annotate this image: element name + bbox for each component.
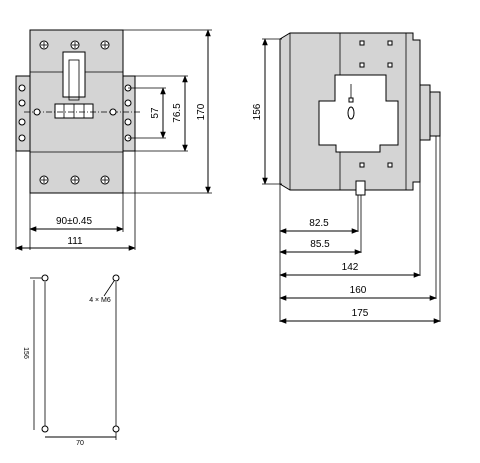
- dim-90-label: 90±0.45: [56, 216, 93, 227]
- dim-160-label: 160: [350, 285, 367, 296]
- dim-82-5-label: 82.5: [309, 218, 329, 229]
- front-side-terminal-screws: [18, 84, 132, 142]
- dim-156-side-label: 156: [252, 103, 263, 120]
- side-handle: [318, 74, 399, 153]
- dim-85-5-label: 85.5: [310, 239, 330, 250]
- mounting-hole-bottom-right: [112, 425, 120, 433]
- mounting-hole-bottom-left: [41, 425, 49, 433]
- front-top-screws: [39, 40, 110, 50]
- hole-spec-label: 4 × M6: [89, 297, 111, 304]
- mounting-pattern: 4 × M6 156 70: [22, 274, 120, 447]
- mounting-hole-top-left: [41, 274, 49, 282]
- mounting-hole-top-right: [112, 274, 120, 282]
- side-markers: [359, 40, 393, 168]
- front-center-slot: [62, 51, 86, 98]
- dim-70-label: 70: [76, 440, 84, 447]
- side-rear-protrusion: [419, 84, 431, 141]
- front-left-terminal: [15, 75, 31, 152]
- dim-111-label: 111: [67, 236, 83, 247]
- dim-175-label: 175: [352, 308, 369, 319]
- front-bottom-screws: [39, 175, 110, 185]
- side-bottom-clip: [355, 180, 366, 196]
- dim-170-label: 170: [196, 103, 207, 120]
- dim-142-label: 142: [342, 262, 359, 273]
- dim-76-5-label: 76.5: [172, 103, 183, 123]
- front-right-terminal: [122, 75, 136, 152]
- side-view: 156 82.5 85.5 142 160 175: [252, 32, 441, 324]
- front-view: 57 76.5 170 90±0.45 111: [15, 29, 212, 251]
- dim-156-mount-label: 156: [22, 347, 29, 359]
- dim-57-label: 57: [150, 107, 161, 119]
